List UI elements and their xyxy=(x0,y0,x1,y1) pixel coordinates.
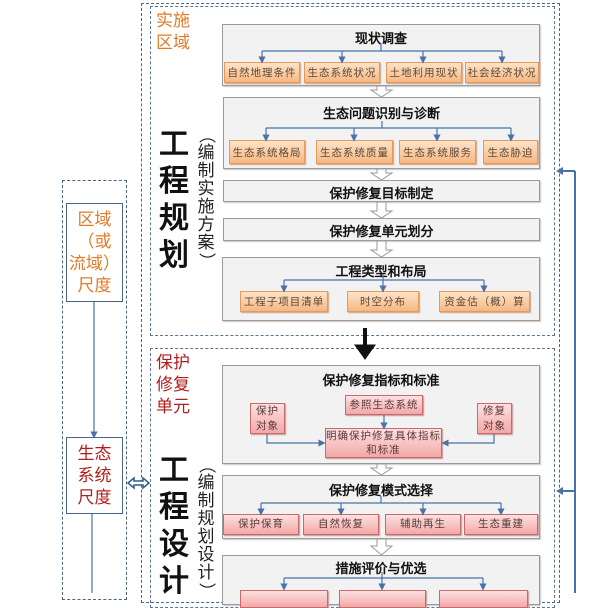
step-title: 保护修复单元划分 xyxy=(329,225,434,240)
title-char: 工 xyxy=(159,453,189,488)
subtitle-char: ） xyxy=(196,582,216,600)
title-char: 程 xyxy=(159,164,189,199)
survey-item: 土地利用现状 xyxy=(386,62,462,83)
regional-scale-box: 区域 （或 流域） 尺度 xyxy=(66,203,123,302)
mode-item: 辅助再生 xyxy=(385,514,461,535)
region-label-line: 保护 xyxy=(156,353,190,373)
regional-scale-line: 尺度 xyxy=(77,275,112,296)
subtitle-char: 实 xyxy=(197,179,215,199)
design-title: 工 程 设 计 xyxy=(156,452,192,600)
planning-region-label: 实施 区域 xyxy=(156,10,190,54)
mode-item: 生态重建 xyxy=(464,514,538,535)
survey-item: 自然地理条件 xyxy=(224,62,300,83)
diagnosis-item: 生态系统服务 xyxy=(399,140,476,164)
reference-ecosystem-box: 参照生态系统 xyxy=(345,395,423,415)
mode-item: 保护保育 xyxy=(223,514,299,535)
step-unit-division: 保护修复单元划分 xyxy=(223,218,540,241)
subtitle-char: ） xyxy=(196,252,216,270)
subtitle-char: （ xyxy=(196,126,216,144)
layout-item: 时空分布 xyxy=(347,291,419,312)
subtitle-char: 编 xyxy=(197,473,215,493)
survey-item: 社会经济状况 xyxy=(465,62,539,83)
subtitle-char: 制 xyxy=(197,161,215,181)
subtitle-char: 划 xyxy=(197,527,215,547)
step-target-setting: 保护修复目标制定 xyxy=(223,180,540,202)
layout-item: 资金估（概）算 xyxy=(439,291,530,312)
survey-item: 生态系统状况 xyxy=(304,62,380,83)
restore-target-box: 修复 对象 xyxy=(477,403,512,434)
title-char: 设 xyxy=(159,527,189,562)
step-title: 工程类型和布局 xyxy=(335,265,427,280)
feedback-loop-connector xyxy=(560,170,576,593)
diagnosis-item: 生态胁迫 xyxy=(483,140,538,164)
region-label-line: 区域 xyxy=(156,33,190,53)
subtitle-char: （ xyxy=(196,456,216,474)
mode-item: 自然恢复 xyxy=(303,514,379,535)
ecosystem-scale-line: 尺度 xyxy=(77,487,112,508)
step-title: 保护修复目标制定 xyxy=(329,187,434,202)
title-char: 计 xyxy=(159,564,189,599)
box-line: 和标准 xyxy=(366,444,401,456)
step-title: 措施评价与优选 xyxy=(335,562,427,577)
protect-target-box: 保护 对象 xyxy=(250,403,285,434)
subtitle-char: 规 xyxy=(197,509,215,529)
design-region-label: 保护 修复 单元 xyxy=(156,352,190,418)
subtitle-char: 施 xyxy=(197,197,215,217)
subtitle-char: 方 xyxy=(197,215,215,235)
ecosystem-scale-box: 生态 系统 尺度 xyxy=(66,437,123,514)
ecosystem-scale-line: 系统 xyxy=(77,465,112,486)
layout-item: 工程子项目清单 xyxy=(240,291,328,312)
title-char: 划 xyxy=(159,238,189,273)
region-label-line: 修复 xyxy=(156,375,190,395)
region-label-line: 实施 xyxy=(156,11,190,31)
planning-title: 工 程 规 划 xyxy=(156,126,192,274)
box-line: 对象 xyxy=(483,419,506,432)
step-title: 现状调查 xyxy=(354,32,407,47)
step-title: 保护修复指标和标准 xyxy=(322,374,440,389)
subtitle-char: 设 xyxy=(197,545,215,565)
regional-scale-line: 流域） xyxy=(69,253,120,274)
regional-scale-line: 区域 xyxy=(77,209,112,230)
box-line: 保护 xyxy=(256,405,279,418)
planning-region-frame xyxy=(150,6,555,336)
subtitle-char: 制 xyxy=(197,491,215,511)
regional-scale-line: （或 xyxy=(77,231,112,252)
region-label-line: 单元 xyxy=(156,397,190,417)
title-char: 规 xyxy=(159,201,189,236)
title-char: 工 xyxy=(159,127,189,162)
box-line: 对象 xyxy=(256,419,279,432)
step-title: 保护修复模式选择 xyxy=(328,484,433,499)
subtitle-char: 编 xyxy=(197,143,215,163)
diagnosis-item: 生态系统格局 xyxy=(229,140,305,164)
box-line: 明确保护修复具体指标 xyxy=(326,429,441,442)
planning-subtitle: （ 编 制 实 施 方 案 ） xyxy=(196,126,216,270)
ecosystem-scale-line: 生态 xyxy=(77,443,112,464)
subtitle-char: 案 xyxy=(197,233,215,253)
diagnosis-item: 生态系统质量 xyxy=(316,140,393,164)
step-title: 生态问题识别与诊断 xyxy=(322,107,440,122)
design-subtitle: （ 编 制 规 划 设 计 ） xyxy=(196,456,216,600)
specific-indicators-box: 明确保护修复具体指标 和标准 xyxy=(325,428,442,458)
subtitle-char: 计 xyxy=(197,563,215,583)
box-line: 修复 xyxy=(483,405,506,418)
title-char: 程 xyxy=(159,490,189,525)
